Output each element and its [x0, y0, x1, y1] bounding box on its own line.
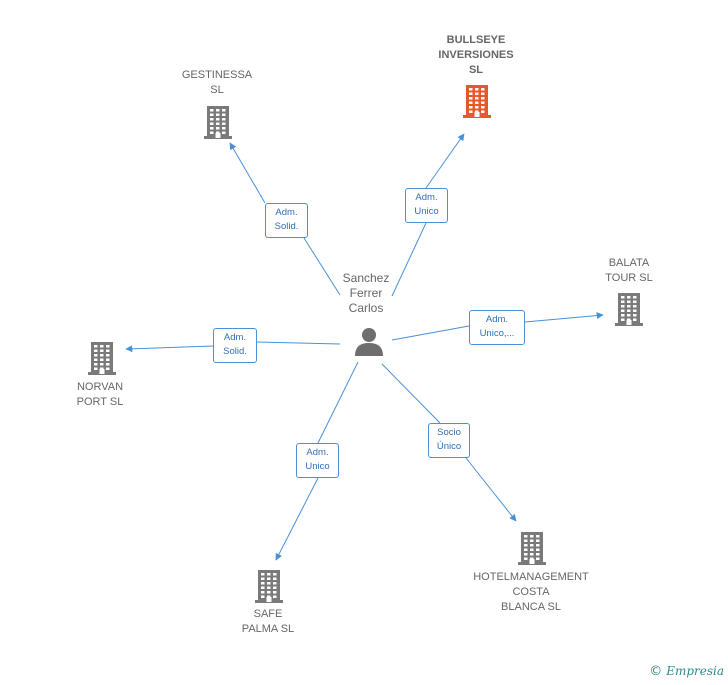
edge-arrow-hotel — [465, 457, 517, 522]
edge-line-bullseye — [391, 222, 427, 297]
company-label[interactable]: BALATA TOUR SL — [605, 257, 653, 284]
building-icon[interactable] — [87, 340, 117, 376]
brand-name: Empresia — [666, 664, 724, 678]
company-label[interactable]: GESTINESSA SL — [181, 69, 253, 96]
edge-line-norvan — [256, 341, 341, 345]
edge-line-safe — [317, 361, 359, 444]
edge-arrow-safe — [275, 477, 319, 561]
relation-label-norvan[interactable]: Adm. Solid. — [213, 328, 257, 363]
edge-line-hotel — [381, 363, 441, 424]
footer-brand: ©Empresia — [649, 664, 724, 679]
edge-arrow-bullseye — [425, 133, 465, 189]
company-label[interactable]: HOTELMANAGEMENT COSTA BLANCA SL — [473, 571, 589, 613]
edge-line-balata — [391, 325, 470, 341]
company-label[interactable]: NORVAN PORT SL — [76, 381, 124, 408]
company-label[interactable]: SAFE PALMA SL — [241, 608, 295, 635]
relation-label-balata[interactable]: Adm. Unico,... — [469, 310, 525, 345]
building-icon[interactable] — [203, 104, 233, 140]
relation-label-hotel[interactable]: Socio Único — [428, 423, 470, 458]
center-person-label[interactable]: Sanchez Ferrer Carlos — [342, 271, 390, 315]
relation-label-safe[interactable]: Adm. Unico — [296, 443, 339, 478]
person-icon[interactable] — [354, 326, 384, 356]
copyright-symbol: © — [649, 664, 663, 679]
edge-arrow-gestinessa — [229, 142, 266, 204]
building-icon[interactable] — [517, 530, 547, 566]
edge-line-gestinessa — [303, 237, 341, 296]
building-icon[interactable] — [462, 83, 492, 119]
company-label[interactable]: BULLSEYE INVERSIONES SL — [438, 34, 514, 76]
edge-arrow-norvan — [125, 345, 214, 353]
edge-arrow-balata — [524, 312, 604, 323]
relation-label-gestinessa[interactable]: Adm. Solid. — [265, 203, 308, 238]
building-icon[interactable] — [254, 568, 284, 604]
relation-label-bullseye[interactable]: Adm. Unico — [405, 188, 448, 223]
building-icon[interactable] — [614, 291, 644, 327]
